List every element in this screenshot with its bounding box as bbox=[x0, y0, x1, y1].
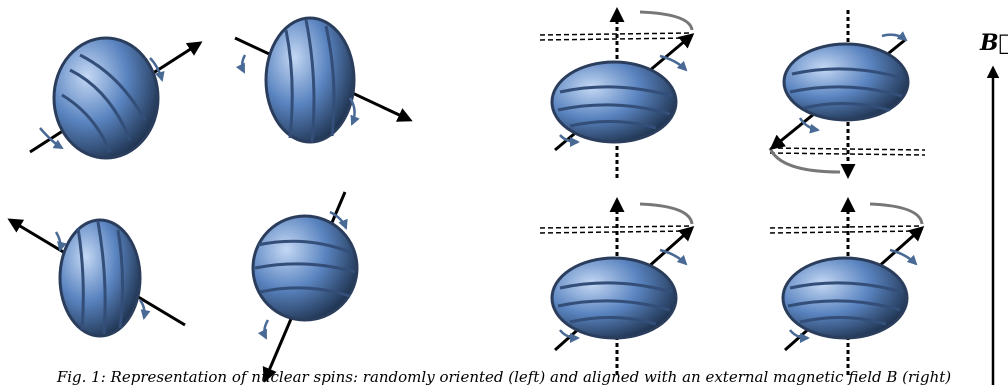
field-label: B⃗ bbox=[980, 30, 1008, 56]
random-spin-4 bbox=[251, 191, 359, 383]
aligned-spin-4 bbox=[769, 197, 925, 375]
random-spin-2 bbox=[234, 16, 413, 144]
random-spin-1 bbox=[29, 36, 203, 160]
aligned-spin-3 bbox=[539, 197, 695, 375]
aligned-spin-1 bbox=[539, 7, 695, 178]
aligned-spin-2 bbox=[768, 10, 926, 179]
figure-caption: Fig. 1: Representation of nuclear spins:… bbox=[56, 368, 952, 386]
random-spin-3 bbox=[7, 218, 186, 338]
